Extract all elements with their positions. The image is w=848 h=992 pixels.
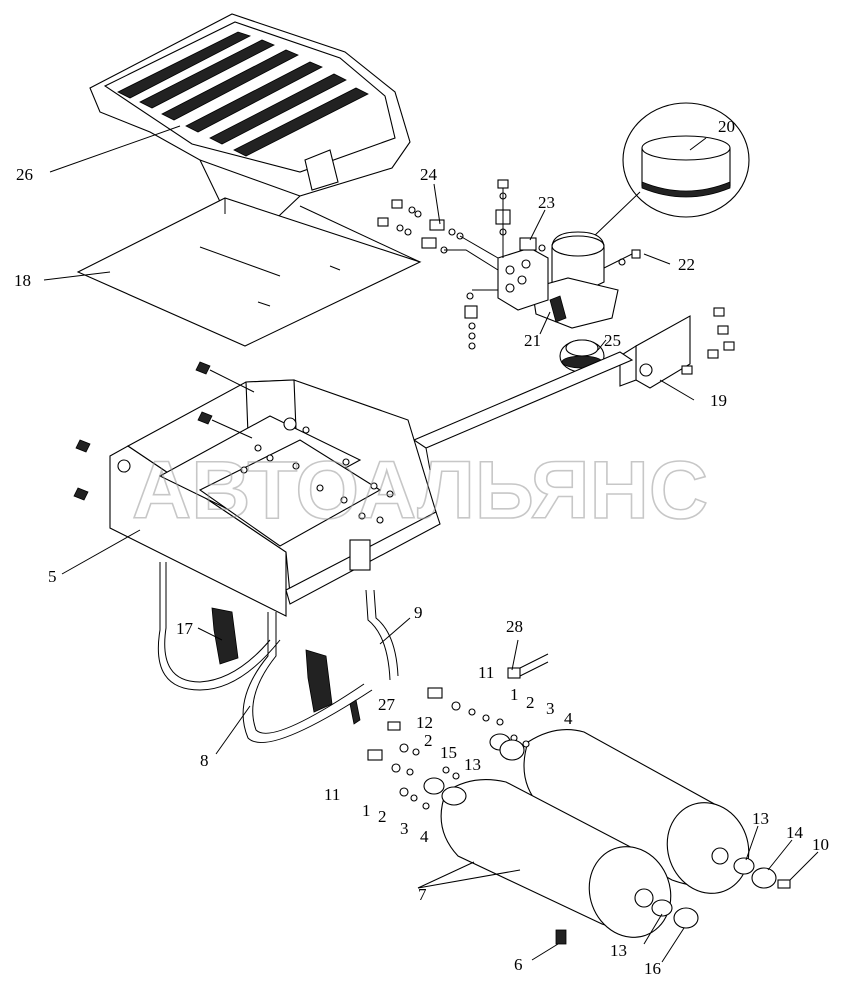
callout-9: 9: [414, 603, 423, 622]
callout-13-mid: 13: [464, 755, 481, 774]
callout-8: 8: [200, 751, 209, 770]
callout-11-upper: 11: [478, 663, 494, 682]
callout-2-lower: 2: [378, 807, 387, 826]
callout-2-upper: 2: [526, 693, 535, 712]
callout-4-upper: 4: [564, 709, 573, 728]
callout-15: 15: [440, 743, 457, 762]
callout-13-right: 13: [752, 809, 769, 828]
air-tanks: [440, 729, 750, 945]
callout-17: 17: [176, 619, 194, 638]
battery-straps: [157, 562, 399, 744]
callout-1-upper: 1: [510, 685, 519, 704]
callout-16: 16: [644, 959, 661, 978]
callout-25: 25: [604, 331, 621, 350]
filter-cartridge-inset: [591, 102, 750, 239]
callout-26: 26: [16, 165, 33, 184]
frame-rail: [412, 351, 634, 449]
callout-3-upper: 3: [546, 699, 555, 718]
insulation-pad: [76, 197, 422, 347]
callout-24: 24: [420, 165, 438, 184]
callout-21: 21: [524, 331, 541, 350]
callout-labels: 26 18 24 23 20 22 21 25 19 5 17 9 28 11 …: [14, 117, 829, 978]
callout-10: 10: [812, 835, 829, 854]
leader-lines: [43, 125, 819, 963]
watermark-text: АВТОАЛЬЯНС: [132, 445, 708, 536]
callout-27: 27: [378, 695, 396, 714]
callout-6: 6: [514, 955, 523, 974]
callout-3-lower: 3: [400, 819, 409, 838]
callout-2-mid: 2: [424, 731, 433, 750]
callout-28: 28: [506, 617, 523, 636]
callout-22: 22: [678, 255, 695, 274]
callout-5: 5: [48, 567, 57, 586]
callout-12: 12: [416, 713, 433, 732]
air-dryer-assembly: [377, 179, 641, 373]
callout-4-lower: 4: [420, 827, 429, 846]
callout-23: 23: [538, 193, 555, 212]
battery-tray-frame: [73, 361, 441, 617]
callout-13-lower: 13: [610, 941, 627, 960]
tank-fittings: [367, 653, 791, 929]
callout-20: 20: [718, 117, 735, 136]
callout-14: 14: [786, 823, 804, 842]
mounting-bracket: [619, 307, 735, 389]
callout-7: 7: [418, 885, 427, 904]
callout-11-lower: 11: [324, 785, 340, 804]
callout-1-lower: 1: [362, 801, 371, 820]
callout-19: 19: [710, 391, 727, 410]
callout-18: 18: [14, 271, 31, 290]
battery-cover: [89, 13, 411, 233]
